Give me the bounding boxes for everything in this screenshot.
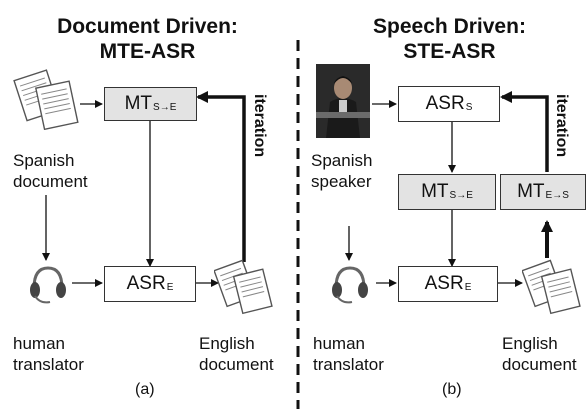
asrs-box-main: ASR bbox=[425, 93, 465, 114]
mt-se-box-sub: S→E bbox=[449, 189, 473, 201]
right-out-label2: document bbox=[502, 355, 577, 374]
caption-a: (a) bbox=[135, 381, 155, 398]
left-src-label2: document bbox=[13, 172, 88, 191]
left-title-line1: Document Driven: bbox=[57, 15, 238, 38]
speaker-photo bbox=[316, 64, 370, 138]
mt-box-left-main: MT bbox=[124, 93, 153, 114]
right-title-line2: STE-ASR bbox=[403, 40, 496, 63]
left-human-label1: human bbox=[13, 334, 65, 353]
asre-box-main: ASR bbox=[424, 273, 464, 294]
right-iteration-label: iteration bbox=[553, 94, 570, 158]
document-icon-output-right bbox=[522, 259, 581, 315]
right-title-line1: Speech Driven: bbox=[373, 15, 526, 38]
headset-icon-right bbox=[332, 266, 368, 304]
left-title: Document Driven: MTE-ASR bbox=[20, 14, 275, 64]
document-icon-output-left bbox=[214, 259, 273, 315]
right-out-label: English document bbox=[502, 333, 577, 375]
right-src-label: Spanish speaker bbox=[311, 150, 372, 192]
caption-b: (b) bbox=[442, 381, 462, 398]
mt-se-box-main: MT bbox=[421, 181, 449, 202]
right-src-label2: speaker bbox=[311, 172, 372, 191]
left-out-label1: English bbox=[199, 334, 255, 353]
right-title: Speech Driven: STE-ASR bbox=[322, 14, 577, 64]
right-human-label2: translator bbox=[313, 355, 384, 374]
iteration-arrow-right bbox=[500, 91, 549, 172]
right-human-label: human translator bbox=[313, 333, 384, 375]
left-title-line2: MTE-ASR bbox=[99, 40, 196, 63]
left-src-label: Spanish document bbox=[13, 150, 88, 192]
asrs-box-sub: S bbox=[465, 101, 473, 113]
mt-es-box-sub: E→S bbox=[545, 189, 569, 201]
asr-box-left-main: ASR bbox=[126, 273, 166, 294]
left-out-label: English document bbox=[199, 333, 274, 375]
mt-box-left-sub: S→E bbox=[153, 101, 177, 113]
left-src-label1: Spanish bbox=[13, 151, 75, 170]
mt-es-box-main: MT bbox=[517, 181, 545, 202]
right-out-label1: English bbox=[502, 334, 558, 353]
iteration-arrow-left bbox=[196, 91, 246, 262]
right-human-label1: human bbox=[313, 334, 365, 353]
left-human-label2: translator bbox=[13, 355, 84, 374]
headset-icon bbox=[30, 266, 66, 304]
asre-box-sub: E bbox=[464, 281, 472, 293]
left-out-label2: document bbox=[199, 355, 274, 374]
document-icon bbox=[13, 69, 79, 130]
right-src-label1: Spanish bbox=[311, 151, 373, 170]
asr-box-left-sub: E bbox=[166, 281, 174, 293]
left-iteration-label: iteration bbox=[251, 94, 268, 158]
left-human-label: human translator bbox=[13, 333, 84, 375]
